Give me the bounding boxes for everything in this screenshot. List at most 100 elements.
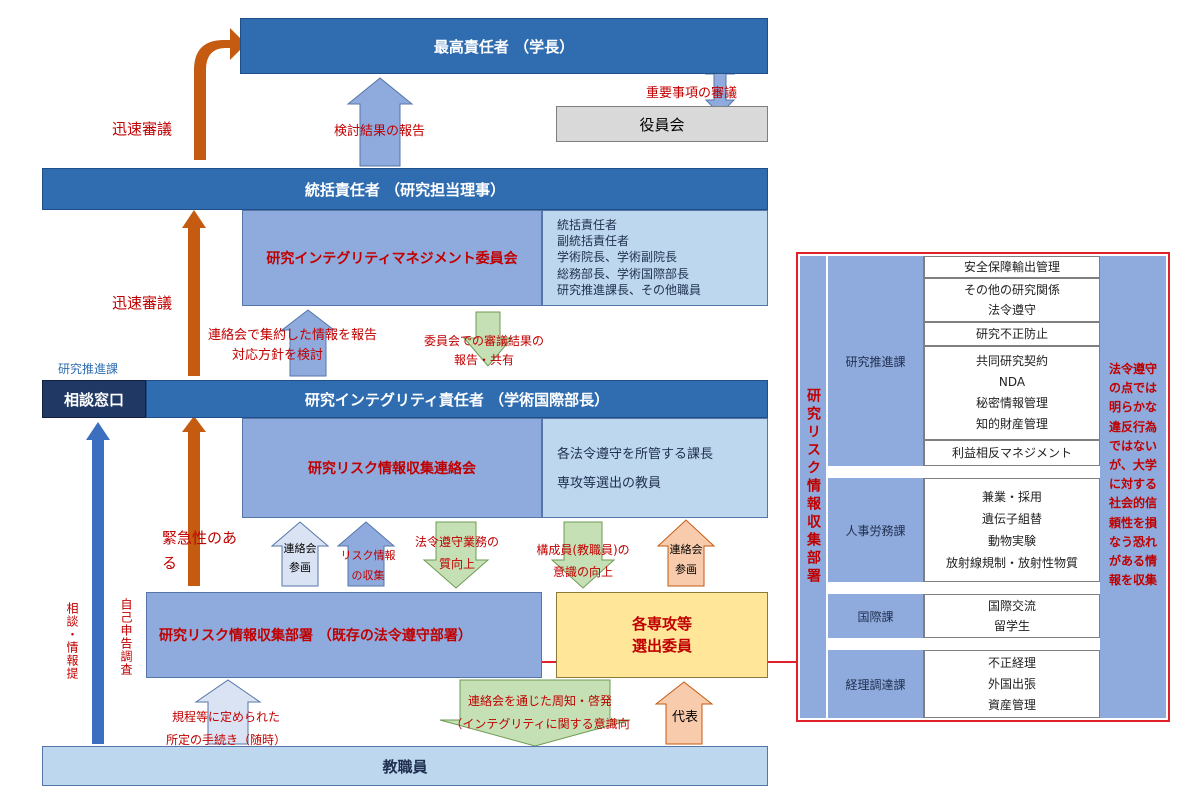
review-report-label: 検討結果の報告 — [334, 124, 426, 139]
quick-review-mid-label: 迅速審議 — [112, 294, 173, 312]
integrity-bar: 研究インテグリティ責任者 （学術国際部長） — [146, 380, 768, 418]
general-leader-label: 統括責任者 （研究担当理事） — [304, 180, 506, 199]
procedures-up-arrow — [194, 679, 262, 745]
research-promotion-label: 研究推進課 — [58, 362, 119, 376]
risk-info-arrow — [336, 521, 396, 587]
quick-review-arrow — [182, 210, 206, 376]
committee-title: 研究インテグリティマネジメント委員会 — [266, 251, 518, 267]
side-item-text: 研究不正防止 — [975, 326, 1048, 341]
side-dept-label: 国際課 — [857, 609, 894, 624]
staff-label: 教職員 — [382, 757, 428, 776]
side-item-text: 放射線規制・放射性物質 — [945, 556, 1078, 571]
consult-window-label: 相談窓口 — [63, 390, 124, 409]
liaison-attend-line: 参画 — [675, 562, 697, 576]
side-dept-hr: 人事労務課 — [828, 478, 924, 582]
side-panel-title: 研究リスク情報収集部署 — [800, 256, 826, 718]
staff-bar: 教職員 — [42, 746, 768, 786]
side-item: 安全保障輸出管理 — [924, 256, 1100, 278]
dept-box: 研究リスク情報収集部署 （既存の法令遵守部署） — [146, 592, 542, 678]
liaison-attend-right-label: 連絡会 参画 — [664, 540, 708, 580]
compliance-down-arrow — [422, 521, 490, 589]
top-leader-label: 最高責任者 （学長） — [433, 37, 575, 56]
side-note-line: の点では — [1108, 381, 1157, 396]
side-item-text: 法令遵守 — [987, 303, 1036, 317]
liaison-attend-right-arrow — [656, 519, 716, 587]
board-box: 役員会 — [556, 106, 768, 142]
side-dept-label: 人事労務課 — [845, 523, 906, 538]
quick-review-curved-arrow — [194, 28, 246, 160]
liaison-title: 研究リスク情報収集連絡会 — [308, 461, 476, 477]
committee-member: 統括責任者 — [557, 218, 618, 232]
committee-box: 研究インテグリティマネジメント委員会 — [242, 210, 542, 306]
side-item-text: NDA — [998, 375, 1026, 389]
side-dept-label: 経理調達課 — [845, 677, 906, 692]
liaison-attend-line: 連絡会 — [669, 543, 703, 556]
compliance-improve-line: 法令遵守業務の — [414, 535, 499, 549]
committee-member: 副統括責任者 — [557, 234, 630, 249]
awareness-down-arrow — [550, 521, 616, 589]
liaison-attend-left-label: 連絡会 参画 — [280, 540, 320, 577]
report-lines: 連絡会で集約した情報を報告 対応方針を検討 — [208, 326, 377, 366]
side-item-text: 共同研究契約 — [975, 354, 1048, 368]
side-item-text: 留学生 — [993, 619, 1030, 633]
side-note-line: に対する — [1108, 477, 1157, 492]
quick-review-top-label: 迅速審議 — [112, 120, 173, 138]
side-note: 法令遵守 の点では 明らかな 違反行為 ではない が、大学 に対する 社会的信 … — [1100, 256, 1166, 718]
urgent-label: 緊急性のあ る — [162, 526, 237, 576]
committee-result-line: 報告・共有 — [454, 353, 515, 368]
report-line: 対応方針を検討 — [232, 348, 324, 364]
side-item: 利益相反マネジメント — [924, 440, 1100, 466]
side-item: その他の研究関係法令遵守 — [924, 278, 1100, 322]
urgent-line: る — [162, 553, 178, 572]
side-note-line: ではない — [1108, 438, 1157, 453]
integrity-label: 研究インテグリティ責任者 （学術国際部長） — [304, 390, 610, 409]
side-item: 兼業・採用遺伝子組替動物実験放射線規制・放射性物質 — [924, 478, 1100, 582]
awareness-improve-line: 構成員(教職員)の — [536, 543, 630, 557]
liaison-attend-line: 参画 — [289, 560, 311, 574]
liaison-box: 研究リスク情報収集連絡会 — [242, 418, 542, 518]
committee-member: 総務部長、学術国際部長 — [557, 266, 690, 281]
side-note-line: 違反行為 — [1108, 419, 1157, 434]
side-item-text: 遺伝子組替 — [981, 511, 1042, 526]
procedures-line: 規程等に定められた — [172, 710, 281, 724]
committee-result-lines: 委員会での審議結果の 報告・共有 — [424, 332, 544, 370]
review-report-arrow — [346, 77, 414, 167]
side-note-line: 報を収集 — [1108, 573, 1157, 588]
side-note-line: なう恐れ — [1108, 534, 1157, 549]
dept-label: 研究リスク情報収集部署 （既存の法令遵守部署） — [159, 628, 472, 644]
side-item-text: 利益相反マネジメント — [951, 445, 1072, 460]
board-label: 役員会 — [639, 115, 685, 134]
side-note-line: 社会的信 — [1108, 496, 1157, 511]
representative-up-arrow — [654, 681, 714, 745]
side-note-line: がある情 — [1108, 553, 1157, 568]
general-leader-bar: 統括責任者 （研究担当理事） — [42, 168, 768, 210]
side-item: 国際交流留学生 — [924, 594, 1100, 638]
notice-line: （インテグリティに関する意識向 — [450, 716, 630, 731]
side-item-text: 外国出張 — [987, 676, 1036, 691]
self-report-label: 自己申告調査 — [119, 598, 133, 676]
compliance-improve-line: 質向上 — [438, 556, 475, 571]
side-dept-accounting: 経理調達課 — [828, 650, 924, 718]
representative-label: 代表 — [672, 710, 699, 725]
side-dept-research-promotion: 研究推進課 — [828, 256, 924, 466]
side-item-text: 資産管理 — [987, 697, 1036, 712]
notice-down-arrow — [439, 679, 631, 747]
side-item-text: 知的財産管理 — [975, 417, 1048, 431]
procedures-line: 所定の手続き（随時） — [166, 732, 287, 747]
side-item: 研究不正防止 — [924, 322, 1100, 346]
awareness-improve-line: 意識の向上 — [552, 564, 613, 579]
awareness-improve-label: 構成員(教職員)の 意識の向上 — [524, 540, 642, 583]
side-item-text: その他の研究関係 — [963, 282, 1060, 297]
liaison-member: 専攻等選出の教員 — [557, 475, 662, 491]
side-item-text: 動物実験 — [987, 534, 1036, 548]
side-note-line: 明らかな — [1108, 400, 1157, 415]
side-item-text: 安全保障輸出管理 — [963, 259, 1060, 274]
notice-label: 連絡会を通じた周知・啓発 （インテグリティに関する意識向 — [440, 690, 640, 736]
liaison-members-box: 各法令遵守を所管する課長 専攻等選出の教員 — [542, 418, 768, 518]
procedures-label: 規程等に定められた 所定の手続き（随時） — [166, 706, 286, 752]
committee-members-box: 統括責任者 副統括責任者 学術院長、学術副院長 総務部長、学術国際部長 研究推進… — [542, 210, 768, 306]
side-note-line: が、大学 — [1109, 457, 1157, 472]
risk-info-line: の収集 — [351, 568, 385, 582]
